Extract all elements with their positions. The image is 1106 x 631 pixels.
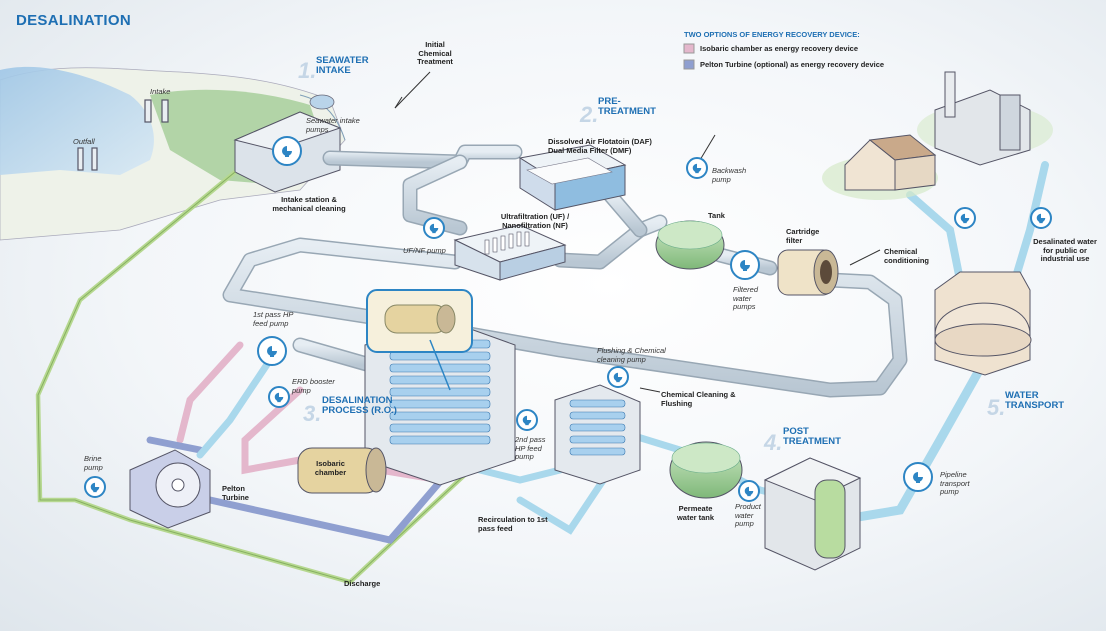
second-pass-pump-icon bbox=[516, 409, 538, 431]
pretreatment-tank bbox=[655, 220, 725, 270]
ro-racks bbox=[364, 317, 641, 486]
label-hp-feed-pump: 1st pass HP feed pump bbox=[253, 310, 294, 328]
label-outfall: Outfall bbox=[73, 137, 95, 146]
step-3-label: DESALINATION PROCESS (R.O.) bbox=[322, 395, 397, 416]
legend-item-pelton: Pelton Turbine (optional) as energy reco… bbox=[700, 60, 885, 69]
step-1-number: 1. bbox=[298, 58, 317, 83]
legend-item-isobaric: Isobaric chamber as energy recovery devi… bbox=[700, 44, 859, 53]
daf-unit bbox=[518, 144, 627, 211]
label-recirculation: Recirculation to 1st pass feed bbox=[478, 515, 548, 533]
filtered-water-pump-icon bbox=[730, 250, 760, 280]
step-1-label: SEAWATER INTAKE bbox=[316, 55, 369, 76]
cartridge-filter bbox=[777, 249, 839, 296]
factory bbox=[917, 71, 1053, 166]
step-5-label: WATER TRANSPORT bbox=[1005, 390, 1065, 411]
discharge-line bbox=[35, 170, 472, 585]
brine-pump-icon bbox=[84, 476, 106, 498]
label-seawater-pumps: Seawater intake pumps bbox=[306, 116, 360, 134]
label-daf: Dissolved Air Flotatoin (DAF) Dual Media… bbox=[548, 137, 652, 155]
label-ufnf-pump: UF/NF pump bbox=[403, 246, 446, 255]
step-3-number: 3. bbox=[303, 401, 322, 426]
product-water-pump-icon bbox=[738, 480, 760, 502]
step-4-number: 4. bbox=[764, 430, 783, 455]
step-5-number: 5. bbox=[987, 395, 1006, 420]
permeate-tank bbox=[669, 441, 743, 499]
flushing-pump-icon bbox=[607, 366, 629, 388]
label-erd-booster: ERD booster pump bbox=[292, 377, 335, 395]
pelton-turbine bbox=[129, 449, 211, 529]
label-intake: Intake bbox=[150, 87, 171, 96]
step-2-number: 2. bbox=[580, 102, 599, 127]
intake-structure bbox=[77, 99, 169, 171]
seawater-pump-icon bbox=[272, 136, 302, 166]
legend-heading: TWO OPTIONS OF ENERGY RECOVERY DEVICE: bbox=[684, 30, 860, 39]
legend-swatch-pelton bbox=[683, 59, 695, 70]
label-chemical-cleaning: Chemical Cleaning & Flushing bbox=[661, 390, 736, 408]
industrial-pump-icon bbox=[1030, 207, 1052, 229]
label-desalinated-water: Desalinated water for public or industri… bbox=[1033, 237, 1097, 264]
label-backwash: Backwash pump bbox=[712, 166, 747, 184]
ufnf-unit bbox=[453, 224, 567, 281]
label-intake-station: Intake station & mechanical cleaning bbox=[272, 195, 346, 213]
label-initial-chemical: Initial Chemical Treatment bbox=[417, 40, 453, 67]
label-chemical-conditioning: Chemical conditioning bbox=[884, 247, 929, 265]
legend-swatch-isobaric bbox=[683, 43, 695, 54]
label-product-pump: Product water pump bbox=[735, 502, 761, 529]
label-tank: Tank bbox=[708, 211, 725, 220]
isobaric-chamber bbox=[297, 447, 387, 494]
label-cartridge: Cartridge filter bbox=[786, 227, 820, 245]
label-discharge: Discharge bbox=[344, 579, 381, 588]
label-pipeline-pump: Pipeline transport pump bbox=[940, 470, 970, 497]
step-2-label: PRE-TREATMENT bbox=[598, 96, 656, 117]
ufnf-pump-icon bbox=[423, 217, 445, 239]
label-brine-pump: Brine pump bbox=[84, 454, 103, 472]
label-second-pass-pump: 2nd pass HP feed pump bbox=[515, 435, 546, 462]
hp-feed-pump-icon bbox=[257, 336, 287, 366]
label-isobaric-chamber: Isobaric chamber bbox=[314, 459, 347, 477]
pipeline-transport-pump-icon bbox=[903, 462, 933, 492]
post-treatment-building bbox=[763, 457, 862, 571]
label-pelton-turbine: Pelton Turbine bbox=[222, 484, 249, 502]
label-filtered-pumps: Filtered water pumps bbox=[733, 285, 759, 312]
storage-dome bbox=[934, 271, 1032, 376]
label-ufnf: Ultrafiltration (UF) / Nanofiltration (N… bbox=[500, 212, 570, 230]
distribution-pump-icon bbox=[954, 207, 976, 229]
label-permeate-tank: Permeate water tank bbox=[676, 504, 715, 522]
membrane-inset bbox=[366, 289, 473, 391]
backwash-pump-icon bbox=[686, 157, 708, 179]
erd-booster-pump-icon bbox=[268, 386, 290, 408]
chemical-arrows bbox=[394, 71, 881, 393]
page-title: DESALINATION bbox=[16, 12, 131, 29]
step-4-label: POST TREATMENT bbox=[783, 426, 841, 447]
label-flushing-pump: Flushing & Chemical cleaning pump bbox=[597, 346, 666, 364]
house bbox=[822, 134, 938, 200]
